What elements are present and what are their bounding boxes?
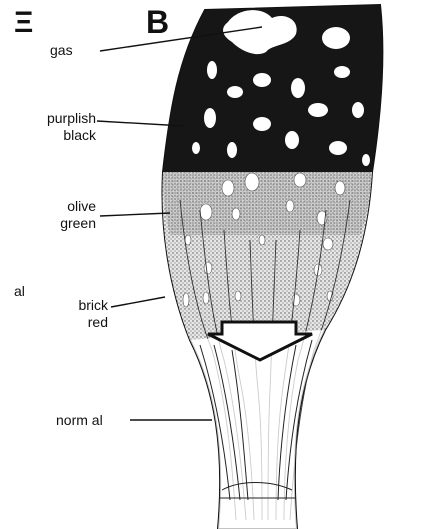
panel-fragment-label: Ξ	[14, 6, 33, 40]
label-olive-line1: olive	[30, 198, 96, 215]
label-left-fragment: al	[14, 283, 25, 300]
label-brick-line2: red	[50, 314, 108, 331]
label-purplish-line1: purplish	[14, 110, 96, 127]
label-purplish-black: purplish black	[14, 110, 96, 144]
label-brick-line1: brick	[50, 297, 108, 314]
label-purplish-line2: black	[14, 127, 96, 144]
label-brick-red: brick red	[50, 297, 108, 331]
label-gas-text: gas	[50, 42, 73, 58]
label-olive-green: olive green	[30, 198, 96, 232]
panel-letter-b: B	[146, 4, 169, 41]
label-left-fragment-text: al	[14, 283, 25, 299]
label-normal: norm al	[56, 412, 103, 429]
label-normal-text: norm al	[56, 412, 103, 428]
label-olive-line2: green	[30, 215, 96, 232]
label-gas: gas	[50, 42, 73, 59]
